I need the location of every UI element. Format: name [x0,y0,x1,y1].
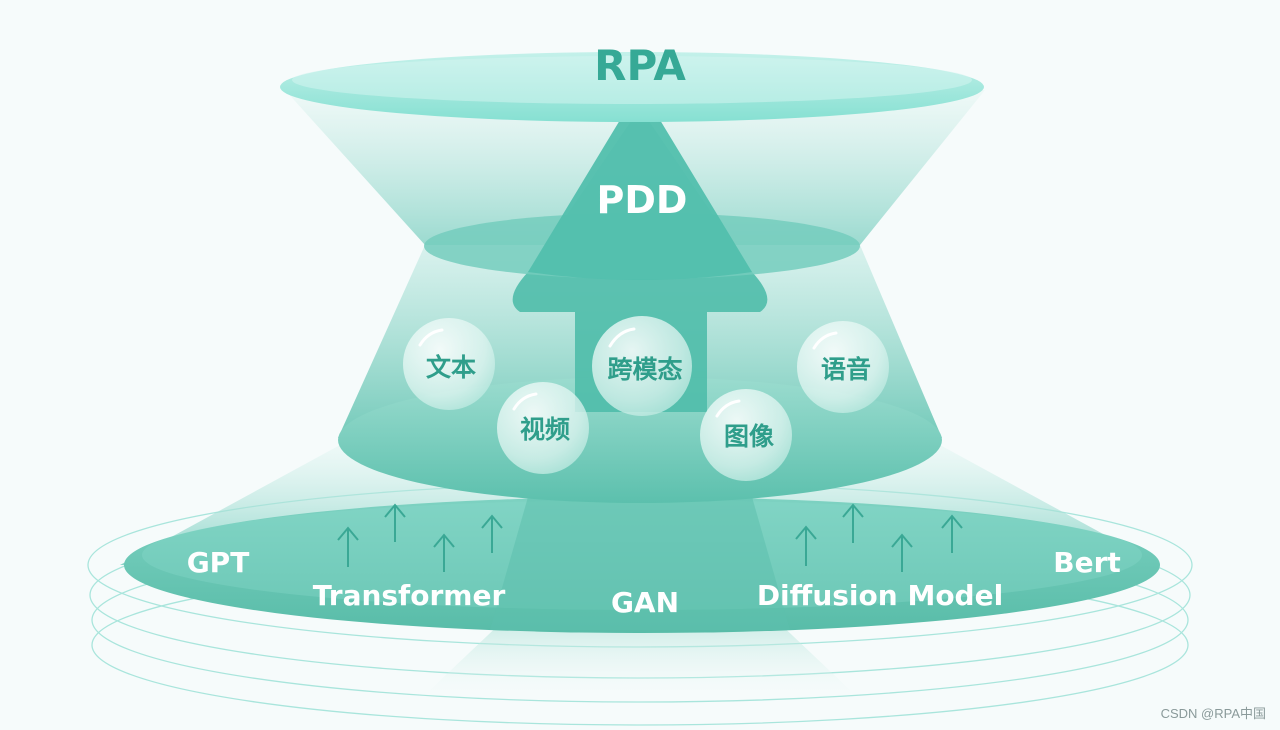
up-arrow-icon [433,533,455,572]
modality-bubbles [403,316,889,481]
modality-label-image: 图像 [724,422,774,451]
bubble-text [403,318,495,410]
bubble-video [497,382,589,474]
upward-arrows [337,503,963,572]
modality-label-crossmodal: 跨模态 [607,355,682,384]
up-arrow-icon [941,514,963,553]
arrow-head [528,104,752,280]
model-label-diffusion: Diffusion Model [757,579,1003,612]
modality-label-video: 视频 [520,415,570,444]
up-arrow-icon [384,503,406,542]
central-beam [490,490,790,630]
top-disc-shine [292,56,972,104]
rpa-label: RPA [594,41,686,90]
model-label-transformer: Transformer [313,579,506,612]
up-arrow-icon [481,514,503,553]
model-label-bert: Bert [1053,546,1121,579]
watermark: CSDN @RPA中国 [1160,706,1266,721]
bubble-speech [797,321,889,413]
modality-label-text: 文本 [426,353,476,382]
up-arrow-icon [795,525,817,566]
model-label-gpt: GPT [187,546,250,579]
middle-disc [338,377,942,503]
modality-label-speech: 语音 [821,355,871,384]
model-label-gan: GAN [611,586,679,619]
up-arrow-icon [891,533,913,572]
up-arrow-icon [337,526,359,567]
bubble-crossmodal [592,316,692,416]
pdd-label: PDD [597,178,688,222]
up-arrow-icon [842,503,864,543]
bubble-image [700,389,792,481]
